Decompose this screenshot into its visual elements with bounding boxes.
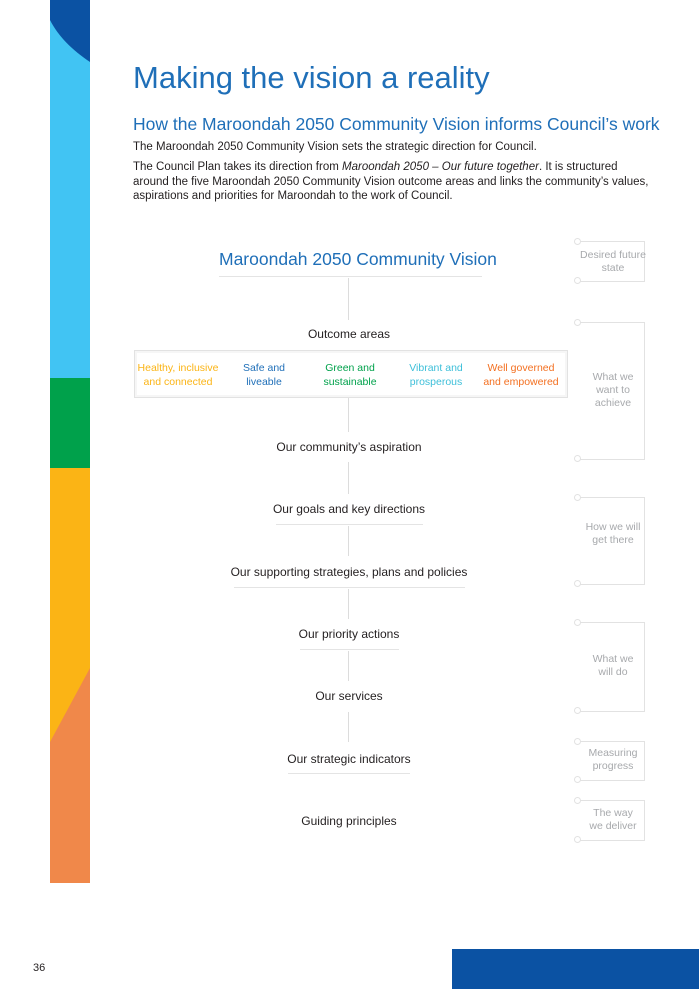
intro-paragraph-2-text-b: . It is structured around the five Maroo… bbox=[133, 161, 649, 202]
side-bracket bbox=[577, 800, 645, 841]
intro-paragraph-2-publication: Maroondah 2050 – Our future together bbox=[342, 161, 539, 173]
connector-line bbox=[348, 278, 349, 320]
outcome-area-green: Green and sustainable bbox=[323, 362, 377, 388]
level-aspiration: Our community’s aspiration bbox=[276, 440, 422, 454]
connector-line bbox=[348, 526, 349, 556]
vision-title: Maroondah 2050 Community Vision bbox=[219, 249, 497, 269]
side-bracket bbox=[577, 741, 645, 781]
level-underline bbox=[276, 524, 423, 525]
level-underline bbox=[234, 587, 465, 588]
strip-orange bbox=[50, 668, 90, 883]
outcome-areas-box bbox=[134, 350, 568, 398]
level-underline bbox=[288, 773, 410, 774]
side-bracket-node bbox=[574, 319, 581, 326]
connector-line bbox=[348, 462, 349, 494]
level-strategies: Our supporting strategies, plans and pol… bbox=[230, 565, 468, 579]
side-label-the-way-we-deliver: The way we deliver bbox=[589, 807, 637, 832]
side-bracket-node bbox=[574, 238, 581, 245]
side-bracket bbox=[577, 622, 645, 712]
side-bracket bbox=[577, 241, 645, 282]
level-guiding-principles: Guiding principles bbox=[301, 814, 397, 828]
connector-line bbox=[348, 651, 349, 681]
outcome-area-healthy: Healthy, inclusive and connected bbox=[137, 362, 219, 388]
intro-paragraph-2-text-a: The Council Plan takes its direction fro… bbox=[133, 161, 343, 173]
level-indicators: Our strategic indicators bbox=[287, 752, 411, 766]
strip-cyan bbox=[50, 0, 90, 378]
connector-line bbox=[348, 589, 349, 619]
side-bracket bbox=[577, 322, 645, 460]
side-label-what-we-want: What we want to achieve bbox=[592, 371, 634, 409]
outcome-heading: Outcome areas bbox=[307, 327, 391, 341]
strip-navy bbox=[50, 0, 90, 62]
side-bracket bbox=[577, 497, 645, 585]
strip-green bbox=[50, 378, 90, 468]
connector-line bbox=[348, 398, 349, 432]
side-bracket-node bbox=[574, 797, 581, 804]
side-bracket-node bbox=[574, 455, 581, 462]
connector-line bbox=[348, 712, 349, 742]
side-bracket-node bbox=[574, 707, 581, 714]
side-bracket-node bbox=[574, 277, 581, 284]
side-bracket-node bbox=[574, 619, 581, 626]
footer-colour-bar bbox=[452, 949, 699, 989]
vision-title-underline bbox=[219, 276, 482, 277]
decorative-colour-strip bbox=[50, 0, 90, 883]
side-bracket-node bbox=[574, 580, 581, 587]
side-label-what-we-will-do: What we will do bbox=[592, 653, 634, 678]
side-bracket-node bbox=[574, 836, 581, 843]
outcome-area-safe: Safe and liveable bbox=[242, 362, 286, 388]
intro-paragraph-2: The Council Plan takes its direction fro… bbox=[133, 160, 653, 204]
side-bracket-node bbox=[574, 738, 581, 745]
level-services: Our services bbox=[315, 689, 383, 703]
page-title: Making the vision a reality bbox=[133, 60, 490, 95]
level-priority-actions: Our priority actions bbox=[298, 627, 400, 641]
intro-paragraph-1: The Maroondah 2050 Community Vision sets… bbox=[133, 141, 537, 153]
side-bracket-node bbox=[574, 494, 581, 501]
outcome-area-vibrant: Vibrant and prosperous bbox=[409, 362, 463, 388]
level-underline bbox=[300, 649, 399, 650]
outcome-area-well-governed: Well governed and empowered bbox=[483, 362, 559, 388]
side-bracket-node bbox=[574, 776, 581, 783]
side-label-how-we-will-get-there: How we will get there bbox=[585, 521, 641, 546]
page-number: 36 bbox=[33, 962, 46, 974]
side-label-measuring-progress: Measuring progress bbox=[588, 747, 638, 772]
side-label-desired-future-state: Desired future state bbox=[580, 249, 646, 274]
page-subtitle: How the Maroondah 2050 Community Vision … bbox=[133, 114, 660, 134]
level-goals: Our goals and key directions bbox=[272, 502, 426, 516]
